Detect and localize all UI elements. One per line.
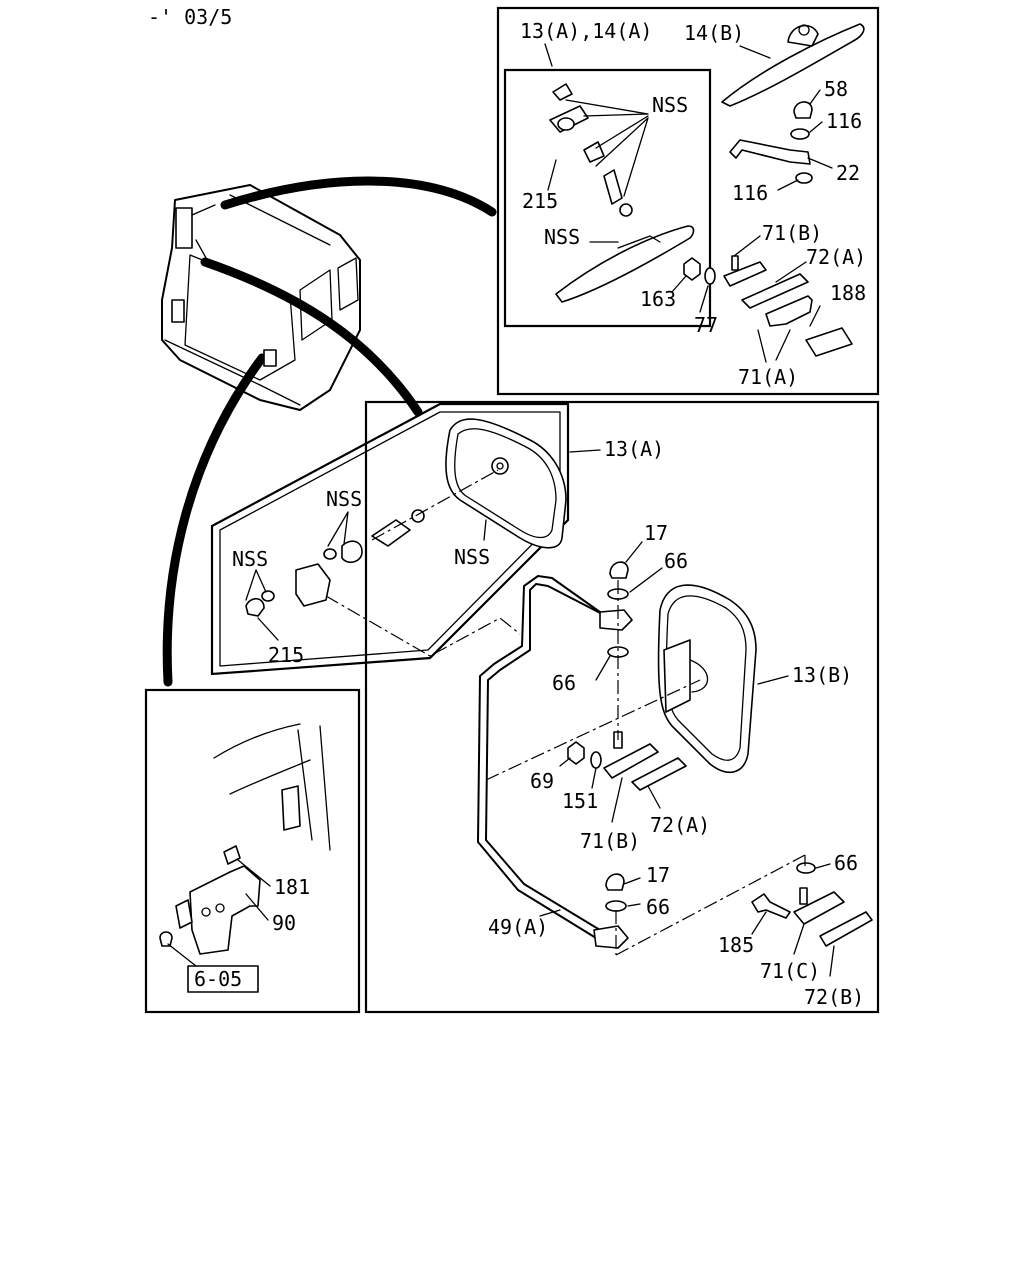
plate-72a-top-icon <box>741 273 809 309</box>
washer-116a-icon <box>790 128 810 140</box>
label-90: 90 <box>272 911 296 935</box>
label-71b-main: 71(B) <box>580 829 640 853</box>
bracket-71a-icon <box>765 295 813 327</box>
label-215-main: 215 <box>268 643 304 667</box>
label-71a: 71(A) <box>738 365 798 389</box>
label-13b: 13(B) <box>792 663 852 687</box>
mirror-13a-icon <box>445 418 567 549</box>
arc-to-bracket-panel <box>162 353 267 687</box>
label-17b: 17 <box>646 863 670 887</box>
nut-58-icon <box>793 101 813 119</box>
label-14b: 14(B) <box>684 21 744 45</box>
label-58: 58 <box>824 77 848 101</box>
label-72a-top: 72(A) <box>806 245 866 269</box>
label-ref-6-05: 6-05 <box>194 967 242 991</box>
label-nss-main-2: NSS <box>232 547 268 571</box>
label-13a-14a: 13(A),14(A) <box>520 19 652 43</box>
label-151: 151 <box>562 789 598 813</box>
bracket-71c-icon <box>793 891 845 925</box>
label-66c: 66 <box>646 895 670 919</box>
bracket-71b-top-icon <box>723 261 767 287</box>
label-72a-main: 72(A) <box>650 813 710 837</box>
label-77: 77 <box>694 313 718 337</box>
label-13a-main: 13(A) <box>604 437 664 461</box>
plate-72b-icon <box>819 911 873 947</box>
label-49a: 49(A) <box>488 915 548 939</box>
label-66d: 66 <box>834 851 858 875</box>
label-116b: 116 <box>732 181 768 205</box>
centerline-main-2 <box>485 679 701 781</box>
arm-49a-end-top <box>599 609 633 631</box>
panel-inset-top <box>503 68 712 328</box>
label-22: 22 <box>836 161 860 185</box>
panel-main <box>364 400 880 1014</box>
label-17a: 17 <box>644 521 668 545</box>
washer-66c-icon <box>605 900 627 912</box>
truck-cab-icon <box>161 184 361 411</box>
washer-151-icon <box>590 751 602 769</box>
part-labels: 13(A),14(A) 14(B) NSS 215 NSS 58 116 22 … <box>194 19 866 1009</box>
bolt-185-icon <box>751 893 791 919</box>
panel-top-right <box>496 6 880 396</box>
inset-leader-lines <box>565 99 649 197</box>
nut-17a-icon <box>609 561 629 579</box>
washer-77-icon <box>704 267 716 285</box>
label-66a: 66 <box>664 549 688 573</box>
label-188-icon <box>805 327 853 357</box>
centerline-detail-2 <box>371 469 499 541</box>
label-215-inset: 215 <box>522 189 558 213</box>
bracket-90-icon <box>159 723 331 955</box>
arm-49a-icon <box>485 583 621 941</box>
nut-17b-icon <box>605 873 625 891</box>
date-code: -' 03/5 <box>148 5 232 29</box>
label-72b: 72(B) <box>804 985 864 1009</box>
arm-22-icon <box>729 139 811 165</box>
label-116a: 116 <box>826 109 862 133</box>
label-188: 188 <box>830 281 866 305</box>
panel-bottom-left <box>144 688 361 1014</box>
centerline-main-3 <box>615 854 806 956</box>
bracket-71b-main-icon <box>603 743 659 779</box>
label-66b: 66 <box>552 671 576 695</box>
leader-lines <box>167 43 835 977</box>
washer-66d-icon <box>796 862 816 874</box>
centerline-detail <box>325 595 521 657</box>
mirror-14b-icon <box>721 23 865 107</box>
nut-69-icon <box>567 741 585 765</box>
washer-116b-icon <box>795 172 813 184</box>
arc-to-top-panel <box>220 176 497 217</box>
mirror-nss-top-icon <box>555 225 695 303</box>
plate-72a-main-icon <box>631 757 687 791</box>
label-163: 163 <box>640 287 676 311</box>
label-nss-main-3: NSS <box>454 545 490 569</box>
arm-49a-end-bottom <box>593 925 629 949</box>
label-185: 185 <box>718 933 754 957</box>
label-71c: 71(C) <box>760 959 820 983</box>
mirror-13b-icon <box>657 584 757 774</box>
label-nss-inset-mirror: NSS <box>544 225 580 249</box>
label-181: 181 <box>274 875 310 899</box>
inset-small-parts-icon <box>549 83 633 217</box>
label-nss-main-1: NSS <box>326 487 362 511</box>
nut-163-icon <box>683 257 701 281</box>
label-71b-top: 71(B) <box>762 221 822 245</box>
label-nss-inset: NSS <box>652 93 688 117</box>
label-69: 69 <box>530 769 554 793</box>
ref-box <box>187 965 259 993</box>
panel-mirror-detail-outer <box>210 402 570 676</box>
mirror-detail-fasteners-icon <box>245 509 425 617</box>
